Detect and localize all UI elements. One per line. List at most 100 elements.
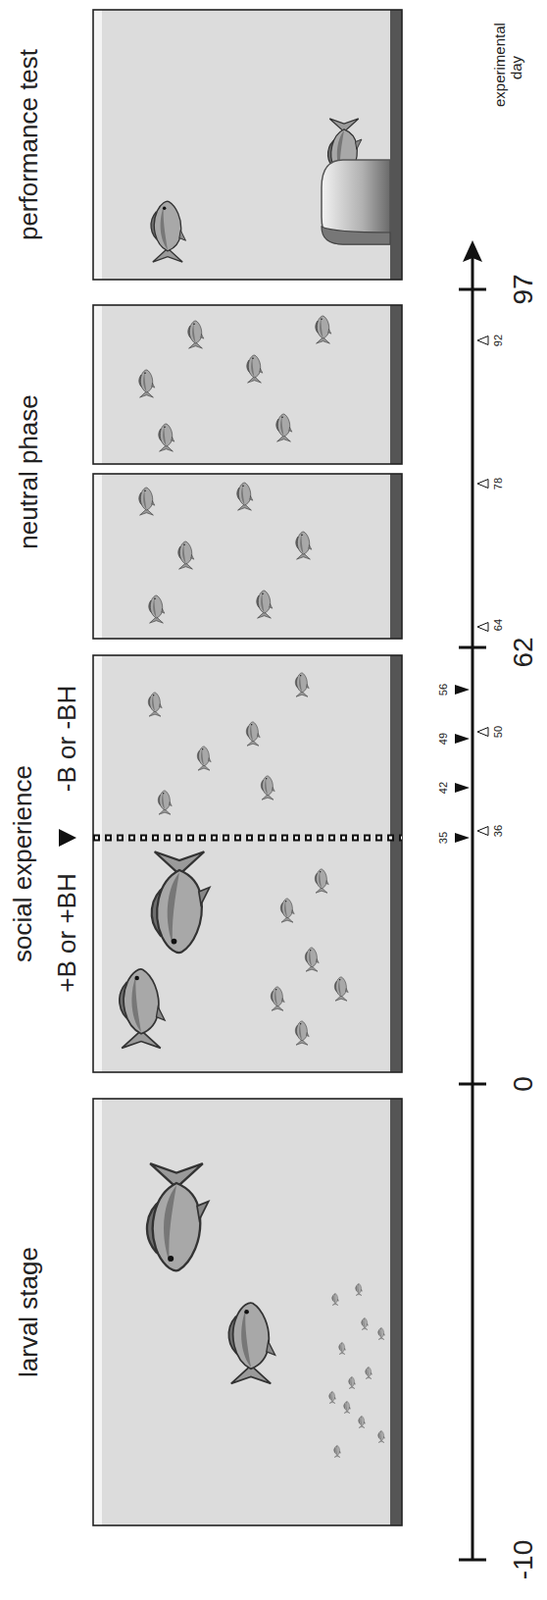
aquarium [93, 473, 402, 639]
filled-marker [454, 782, 470, 793]
aquarium [93, 304, 402, 464]
sampling-day: 50 [492, 725, 504, 738]
aquarium [93, 1097, 402, 1525]
fish-figure [378, 1429, 386, 1442]
fish-figure [280, 897, 295, 922]
fish-figure [188, 320, 204, 349]
aquarium [93, 654, 402, 1072]
fish-figure [158, 423, 175, 451]
fish [147, 1162, 209, 1270]
panel-title: larval stage [13, 1094, 44, 1529]
water [93, 473, 402, 639]
panel-title: social experience [7, 650, 38, 1076]
fish [158, 423, 175, 451]
water-surface [93, 1097, 102, 1525]
sampling-day: 78 [492, 477, 504, 490]
fish-figure [247, 354, 263, 383]
tank-panel: neutral phase [13, 300, 402, 643]
fish-figure [296, 531, 312, 559]
fish-figure [295, 1020, 309, 1045]
fish [295, 672, 309, 697]
fish [150, 200, 186, 262]
axis-tick [458, 646, 487, 649]
substrate [390, 304, 402, 464]
open-marker [477, 622, 489, 632]
fish [361, 1316, 369, 1329]
fish-figure [365, 1365, 373, 1378]
fish-figure [378, 1326, 386, 1339]
open-marker [477, 826, 489, 836]
fish [119, 968, 165, 1047]
fish [276, 413, 293, 442]
shelter-pipe [321, 159, 391, 245]
fish [344, 1399, 351, 1412]
fish-figure [178, 541, 195, 569]
fish [139, 487, 155, 515]
fish [197, 745, 211, 770]
tank-outline [93, 473, 402, 639]
fish-figure [151, 850, 210, 952]
fish [157, 790, 172, 814]
fish-figure [150, 200, 186, 262]
open-marker [477, 479, 489, 489]
fish-figure [260, 775, 275, 799]
fish [332, 1292, 340, 1304]
day-number: 0 [508, 1075, 540, 1092]
filled-marker [454, 832, 470, 843]
substrate [390, 654, 402, 1072]
fish-figure [332, 1292, 340, 1304]
sampling-day: 92 [492, 334, 504, 347]
partition-arrow [58, 828, 77, 846]
sampling-day: 56 [437, 683, 449, 696]
fish [314, 868, 329, 893]
fish [378, 1429, 386, 1442]
water [93, 9, 402, 280]
fish [151, 850, 210, 952]
axis-title: experimental day [492, 28, 525, 107]
water [93, 1097, 402, 1525]
fish [348, 1375, 356, 1388]
tank-outline [93, 654, 402, 1072]
fish-figure [339, 1341, 347, 1353]
fish-figure [246, 721, 260, 746]
fish-figure [157, 790, 172, 814]
condition-label: -B or -BH [52, 685, 82, 792]
water-surface [93, 654, 102, 1072]
fish [358, 1414, 366, 1427]
timeline [454, 240, 489, 1559]
fish [329, 1390, 337, 1402]
fish-figure [334, 1443, 342, 1456]
day-number: -10 [508, 1539, 540, 1579]
partition [93, 834, 402, 842]
axis-tick [458, 288, 487, 292]
fish [355, 1282, 363, 1294]
fish-figure [256, 590, 273, 618]
fish [256, 590, 273, 618]
fish-figure [147, 1162, 209, 1270]
fish [149, 595, 165, 623]
fish [178, 541, 195, 569]
fish-figure [304, 946, 319, 971]
tank-outline [93, 9, 402, 280]
tank-panel: performance test [13, 5, 402, 284]
panel-title: neutral phase [13, 300, 44, 643]
substrate [390, 1097, 402, 1525]
fish [139, 369, 155, 398]
fish-figure [139, 369, 155, 398]
open-marker [477, 727, 489, 737]
day-number: 97 [508, 273, 540, 304]
fish-figure [314, 868, 329, 893]
fish-figure [276, 413, 293, 442]
fish [295, 1020, 309, 1045]
fish [365, 1365, 373, 1378]
sampling-day: 42 [437, 781, 449, 794]
fish [280, 897, 295, 922]
fish [334, 1443, 342, 1456]
substrate [390, 473, 402, 639]
pipe-body [321, 159, 391, 245]
fish [270, 986, 285, 1010]
open-marker [477, 336, 489, 346]
sampling-day: 49 [437, 732, 449, 745]
substrate [390, 9, 402, 280]
